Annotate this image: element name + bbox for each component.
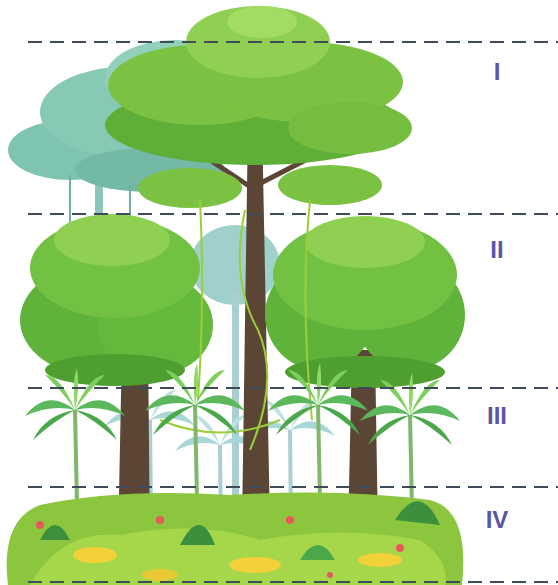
layer-label: III xyxy=(487,402,507,430)
layer-label: IV xyxy=(486,506,509,534)
forest-floor xyxy=(7,492,464,585)
vines xyxy=(160,200,312,450)
layer-boundaries xyxy=(28,42,558,582)
layer-label: II xyxy=(490,236,503,264)
understory-palms xyxy=(25,363,460,510)
emergent-crown xyxy=(105,6,412,208)
layer-label: I xyxy=(494,58,501,86)
